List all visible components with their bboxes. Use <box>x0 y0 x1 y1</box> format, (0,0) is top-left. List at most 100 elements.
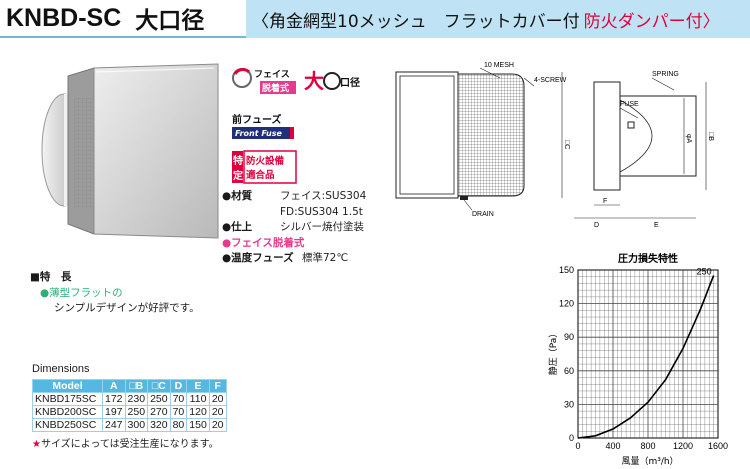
dim-header-model: Model <box>32 379 103 393</box>
features-line1: ●薄型フラットの <box>40 286 200 301</box>
dim-header-f: F <box>208 379 227 393</box>
dimensions-table: Model A □B □C D E F KNBD175SC 172 230 25… <box>32 379 227 432</box>
drawing-mesh-label: 10 MESH <box>484 62 514 69</box>
drawing-fuse-label: FUSE <box>620 101 639 108</box>
front-fuse-badge: 前フューズ Front Fuse <box>232 113 294 139</box>
features-body: ●薄型フラットの シンプルデザインが好評です。 <box>40 286 200 316</box>
large-diameter-badge: 大 口径 <box>304 69 360 93</box>
table-cell: 172 <box>102 392 126 406</box>
table-cell: 250 <box>147 392 171 406</box>
table-cell: 70 <box>169 392 188 406</box>
header-title-block: KNBD-SC 大口径 <box>0 0 246 38</box>
fire-badge-char2: 定 <box>233 169 243 182</box>
drawing-dim-f: F <box>603 198 607 205</box>
drawing-screw-label: 4-SCREW <box>534 77 567 84</box>
fire-equipment-badge: 特 定 防火設備 適合品 <box>232 150 297 184</box>
chart-series: 250 <box>577 267 715 439</box>
table-cell: 197 <box>102 405 126 419</box>
chart-y-tick-label: 120 <box>559 299 574 309</box>
chart-series-line <box>577 275 715 439</box>
table-cell: 300 <box>124 418 149 432</box>
spec-material-value2: FD:SUS304 1.5t <box>280 205 363 218</box>
header-spec-text: 〈角金網型10メッシュ フラットカバー付 <box>252 11 580 32</box>
dimensions-note: ★サイズによっては受注生産になります。 <box>32 435 219 450</box>
chart-grid <box>577 269 719 439</box>
note-star-icon: ★ <box>32 439 41 450</box>
chart-x-tick-label: 400 <box>605 441 620 451</box>
drawing-dim-b: □B <box>707 132 714 141</box>
table-cell: KNBD175SC <box>32 392 103 406</box>
dim-header-a: A <box>102 379 126 393</box>
drawing-dim-d: D <box>594 222 599 229</box>
spec-face-removable-text: ●フェイス脱着式 <box>222 236 305 249</box>
dim-header-d: D <box>169 379 188 393</box>
fuse-badge-line2: Front Fuse <box>235 129 282 138</box>
dim-header-c: □C <box>147 379 171 393</box>
chart-x-tick-label: 800 <box>640 441 655 451</box>
dimensions-header-row: Model A □B □C D E F <box>32 379 227 393</box>
technical-drawing: DRAIN 10 MESH 4-SCREW □C SPRING FUSE φA … <box>395 62 714 229</box>
table-cell: 70 <box>169 405 188 419</box>
drawing-dim-c: □C <box>563 140 570 149</box>
spec-finish-value: シルバー焼付塗装 <box>280 221 364 233</box>
dim-header-b: □B <box>124 379 149 393</box>
drawing-dim-a: φA <box>685 134 692 144</box>
big-badge-char: 大 <box>304 69 324 93</box>
table-cell: 80 <box>169 418 188 432</box>
page-header: KNBD-SC 大口径 〈角金網型10メッシュ フラットカバー付 防火ダンパー付… <box>0 0 750 38</box>
table-cell: 20 <box>208 392 227 406</box>
spec-finish: ●仕上 シルバー焼付塗装 <box>222 220 422 236</box>
table-cell: 150 <box>186 418 210 432</box>
spec-fuse-label: ●温度フューズ <box>222 252 294 264</box>
model-subtitle: 大口径 <box>135 8 205 34</box>
chart-y-tick-label: 30 <box>564 399 574 409</box>
chart-y-tick-label: 90 <box>564 332 574 342</box>
table-cell: 20 <box>208 405 227 419</box>
dim-header-e: E <box>186 379 210 393</box>
spec-face-removable: ●フェイス脱着式 <box>222 236 422 252</box>
chart-x-axis-label: 風量（m³/h） <box>621 456 678 467</box>
chart-title: 圧力損失特性 <box>618 252 678 265</box>
features-line1-text: ●薄型フラットの <box>40 287 123 299</box>
spec-finish-label: ●仕上 <box>222 221 253 233</box>
fire-badge-char1: 特 <box>233 154 243 167</box>
spec-material-label: ●材質 <box>222 190 253 202</box>
drawing-spring-label: SPRING <box>652 71 679 78</box>
spec-material-value: フェイス:SUS304 <box>280 190 367 202</box>
table-row: KNBD200SC 197 250 270 70 120 20 <box>32 405 227 419</box>
product-photo <box>41 63 219 239</box>
features-line2: シンプルデザインが好評です。 <box>54 302 200 314</box>
table-row: KNBD250SC 247 300 320 80 150 20 <box>32 418 227 432</box>
table-cell: 250 <box>124 405 149 419</box>
table-cell: 110 <box>186 392 210 406</box>
face-badge-line2: 脱着式 <box>262 82 289 94</box>
spec-fuse: ●温度フューズ 標準72℃ <box>222 251 422 267</box>
dimensions-title: Dimensions <box>32 363 90 375</box>
table-row: KNBD175SC 172 230 250 70 110 20 <box>32 392 227 406</box>
header-damper-text: 防火ダンパー付〉 <box>583 11 720 32</box>
big-badge-text: 口径 <box>340 76 360 89</box>
chart-y-axis-label: 静圧（Pa） <box>547 329 559 376</box>
fuse-badge-line1: 前フューズ <box>232 113 282 126</box>
table-cell: 230 <box>124 392 149 406</box>
model-title: KNBD-SC <box>6 3 122 32</box>
features-title: ■特 長 <box>30 271 72 283</box>
table-cell: 120 <box>186 405 210 419</box>
chart-y-tick-label: 0 <box>569 433 574 443</box>
table-cell: 270 <box>147 405 171 419</box>
table-cell: 247 <box>102 418 126 432</box>
fire-badge-line2: 適合品 <box>246 169 275 181</box>
chart-y-tick-label: 60 <box>564 366 574 376</box>
header-spec-band: 〈角金網型10メッシュ フラットカバー付 防火ダンパー付〉 <box>246 0 750 38</box>
spec-material-2: FD:SUS304 1.5t <box>222 205 422 221</box>
chart-x-tick-label: 0 <box>575 441 580 451</box>
chart-x-tick-label: 1600 <box>708 441 728 451</box>
chart-series-label: 250 <box>697 267 712 277</box>
table-cell: KNBD200SC <box>32 405 103 419</box>
note-text: サイズによっては受注生産になります。 <box>40 439 219 450</box>
chart-y-tick-label: 150 <box>559 265 574 275</box>
drawing-drain-label: DRAIN <box>472 211 494 218</box>
spec-list: ●材質 フェイス:SUS304 FD:SUS304 1.5t ●仕上 シルバー焼… <box>222 189 422 267</box>
